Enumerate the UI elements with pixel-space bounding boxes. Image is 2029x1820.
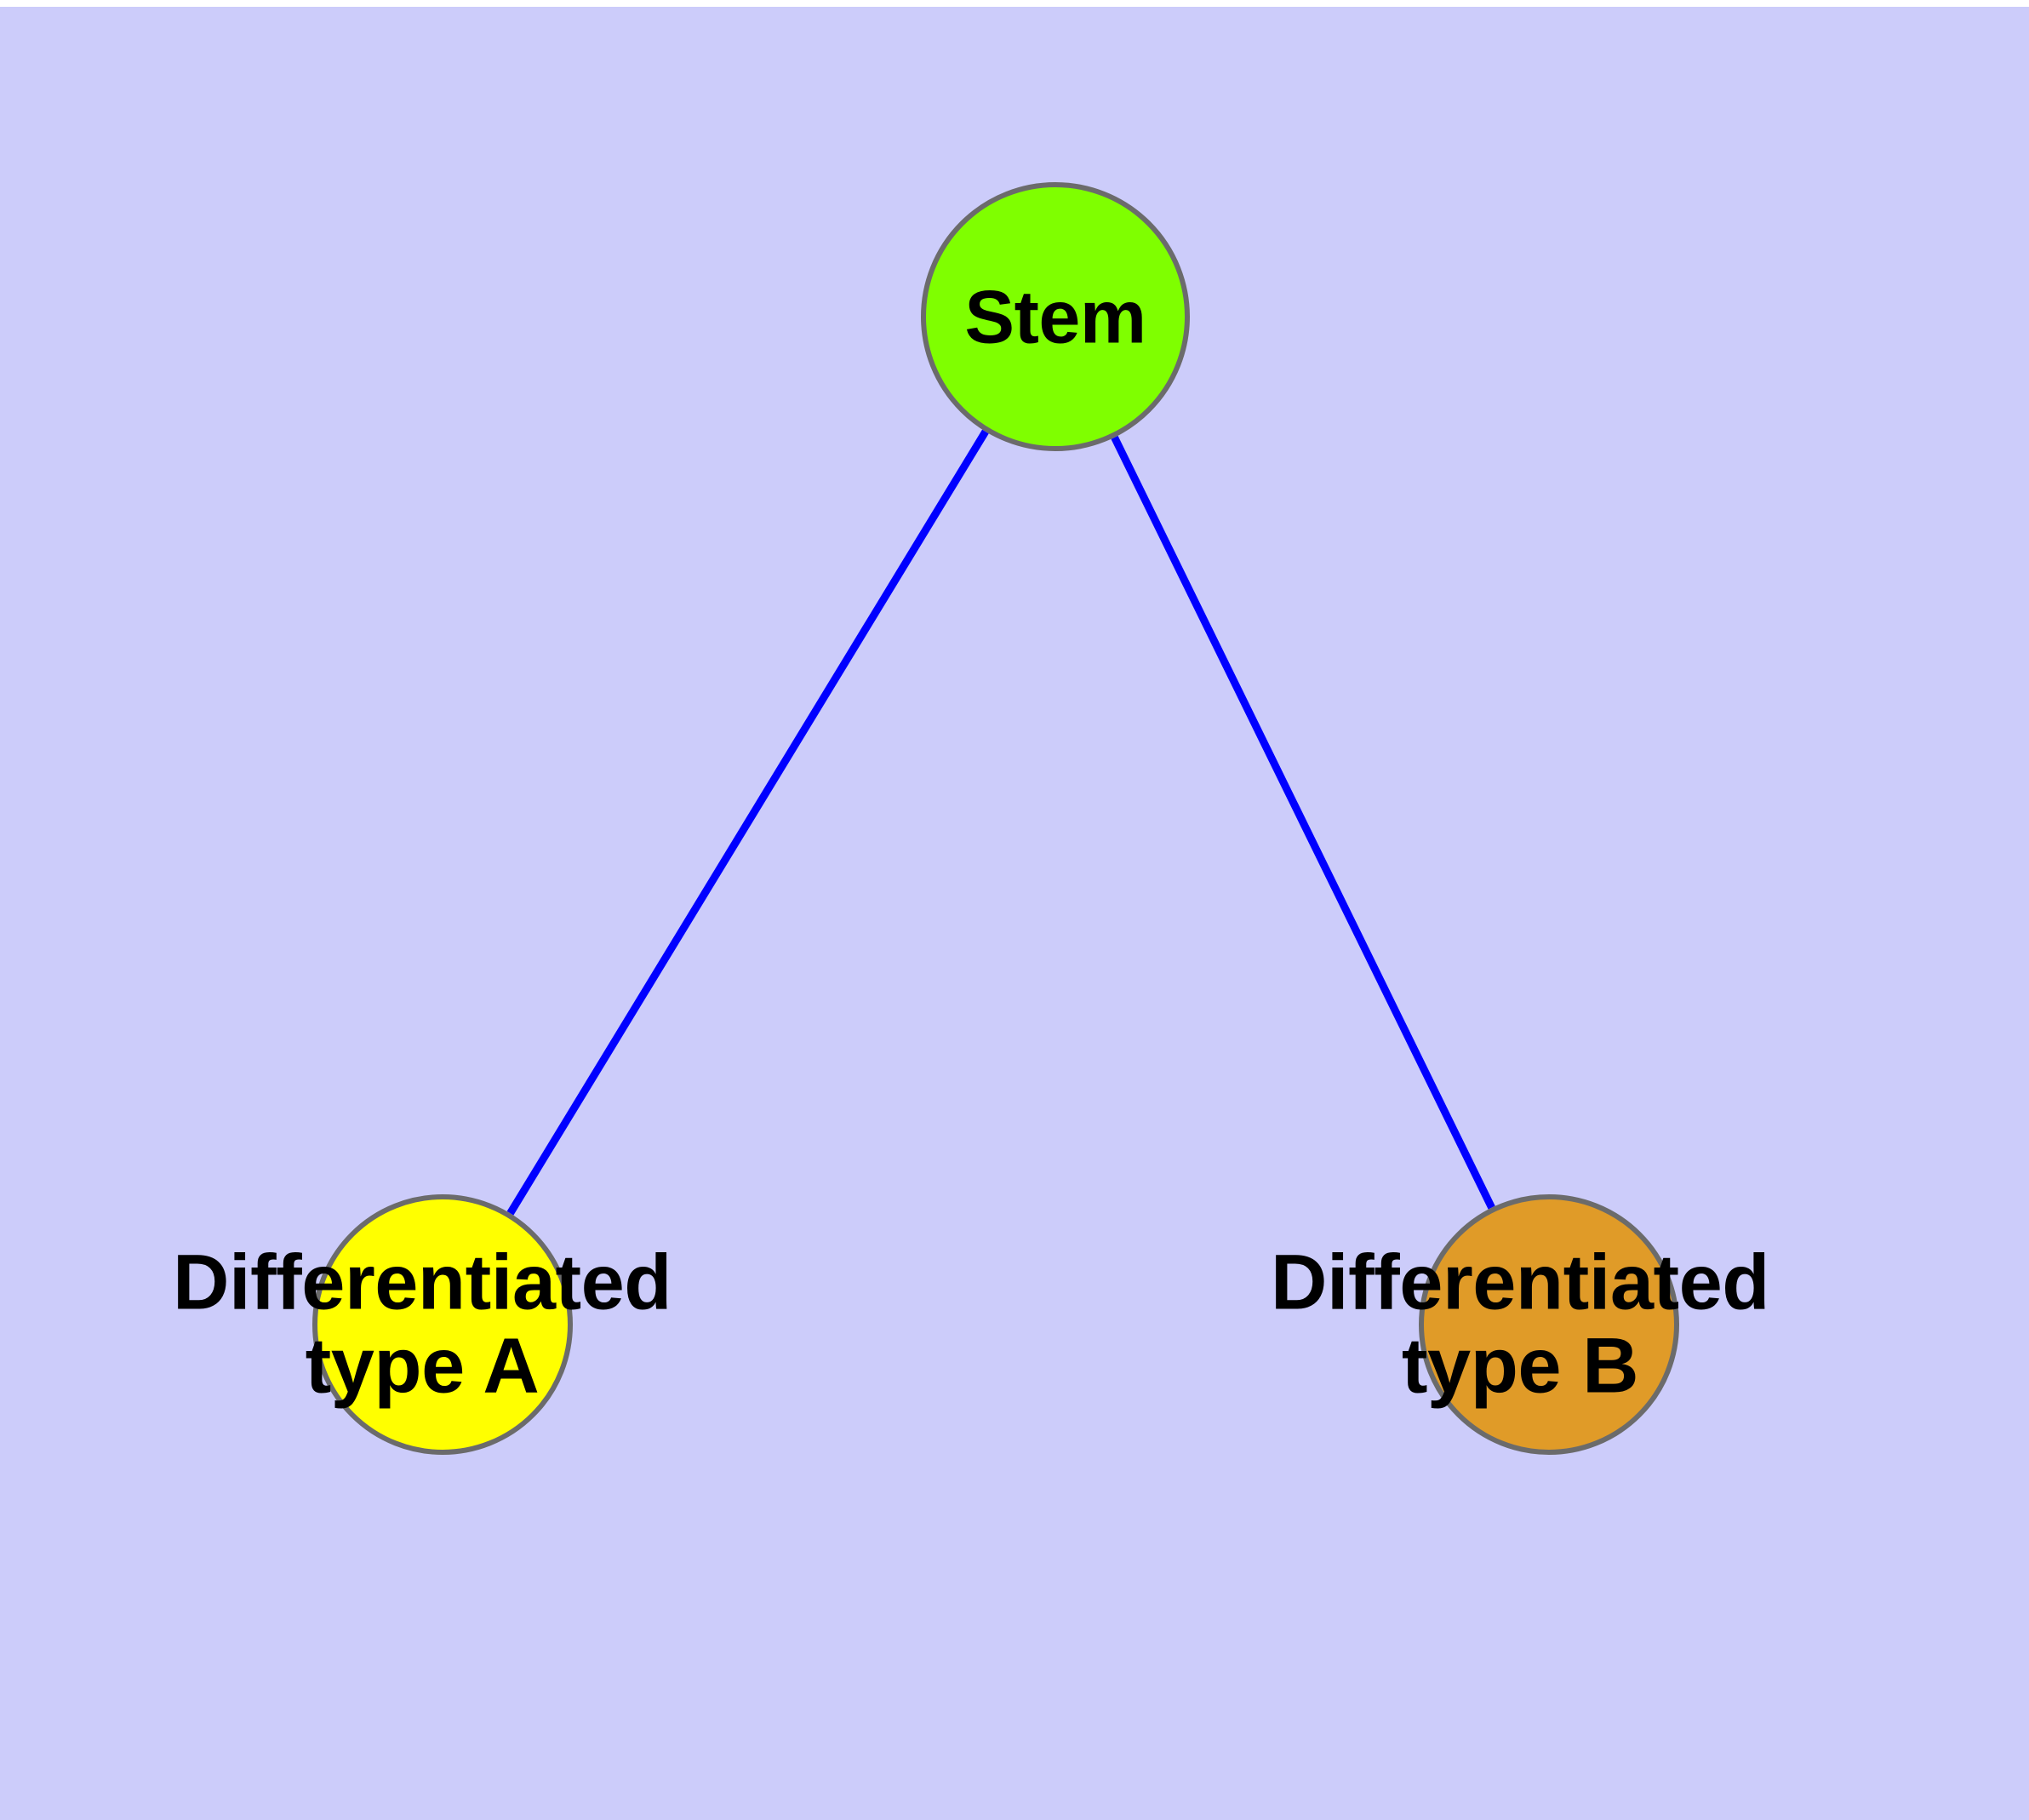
edge-layer [506, 429, 1495, 1216]
node-diff_a[interactable] [312, 1194, 573, 1455]
node-diff_b[interactable] [1419, 1194, 1679, 1455]
edge-stem-to-diff-b [1111, 435, 1495, 1210]
edge-stem-to-diff-a [506, 429, 989, 1216]
node-layer [312, 182, 1679, 1455]
node-stem[interactable] [921, 182, 1190, 451]
